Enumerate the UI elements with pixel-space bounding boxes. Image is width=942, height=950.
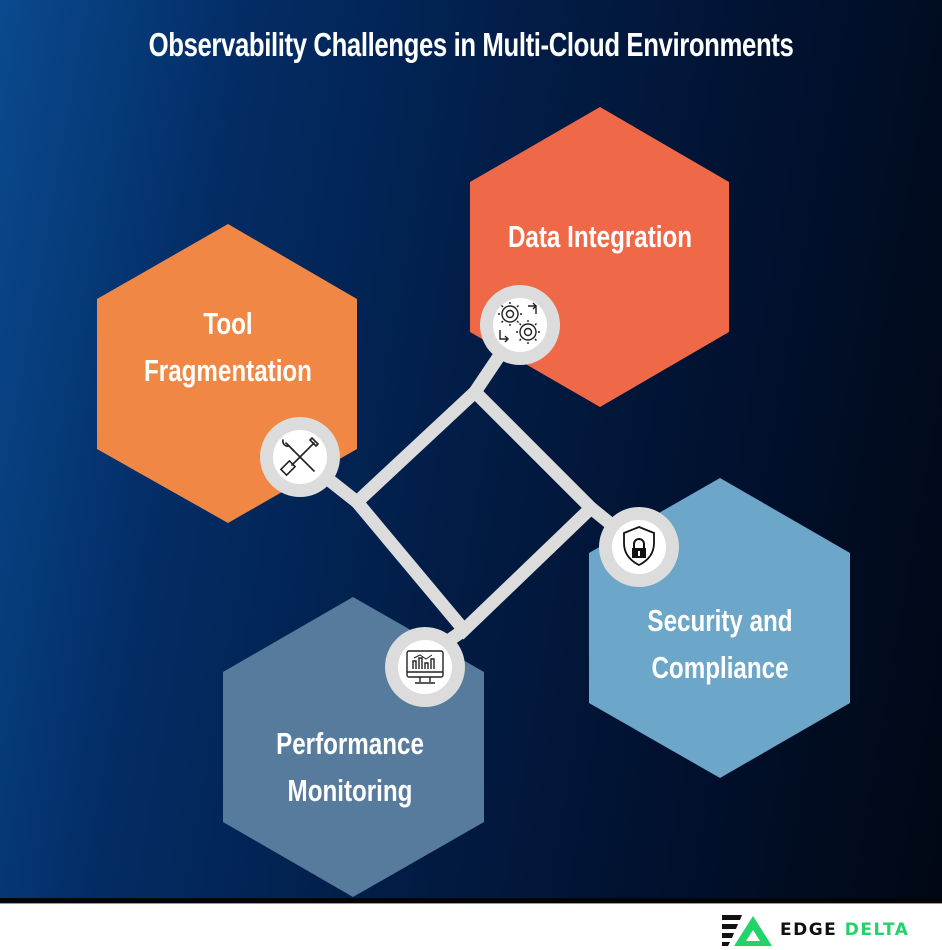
icon-badge-performance-monitoring — [385, 627, 465, 707]
label-security-line1: Security and — [647, 603, 793, 638]
icon-badge-tool-fragmentation — [260, 417, 340, 497]
icon-badge-data-integration — [480, 285, 560, 365]
label-data-line1: Data Integration — [507, 219, 693, 254]
label-tool-line1: Tool — [203, 306, 253, 341]
logo-word-edge: EDGE — [780, 920, 838, 940]
bottom-divider-shadow — [0, 903, 942, 904]
label-security-compliance: Security and Compliance — [619, 597, 822, 691]
monitor-chart-icon — [406, 650, 444, 684]
icon-badge-security-compliance — [599, 507, 679, 587]
bottom-divider — [0, 898, 942, 903]
wrench-screwdriver-icon — [279, 436, 320, 477]
connector-square — [348, 382, 601, 640]
shield-lock-icon — [623, 526, 655, 567]
edge-delta-logo-icon — [722, 915, 772, 946]
label-tool-fragmentation: Tool Fragmentation — [127, 300, 330, 394]
challenges-diagram — [97, 107, 850, 897]
label-data-integration: Data Integration — [483, 213, 717, 260]
label-performance-line2: Monitoring — [287, 773, 413, 808]
label-security-line2: Compliance — [651, 650, 789, 685]
label-performance-monitoring: Performance Monitoring — [249, 720, 452, 814]
page-title: Observability Challenges in Multi-Cloud … — [148, 26, 794, 63]
logo-word-delta: DELTA — [844, 920, 910, 940]
label-tool-line2: Fragmentation — [144, 353, 312, 388]
edge-delta-logo: EDGE DELTA — [722, 912, 909, 948]
label-performance-line1: Performance — [276, 726, 424, 761]
gears-sync-icon — [498, 302, 540, 344]
